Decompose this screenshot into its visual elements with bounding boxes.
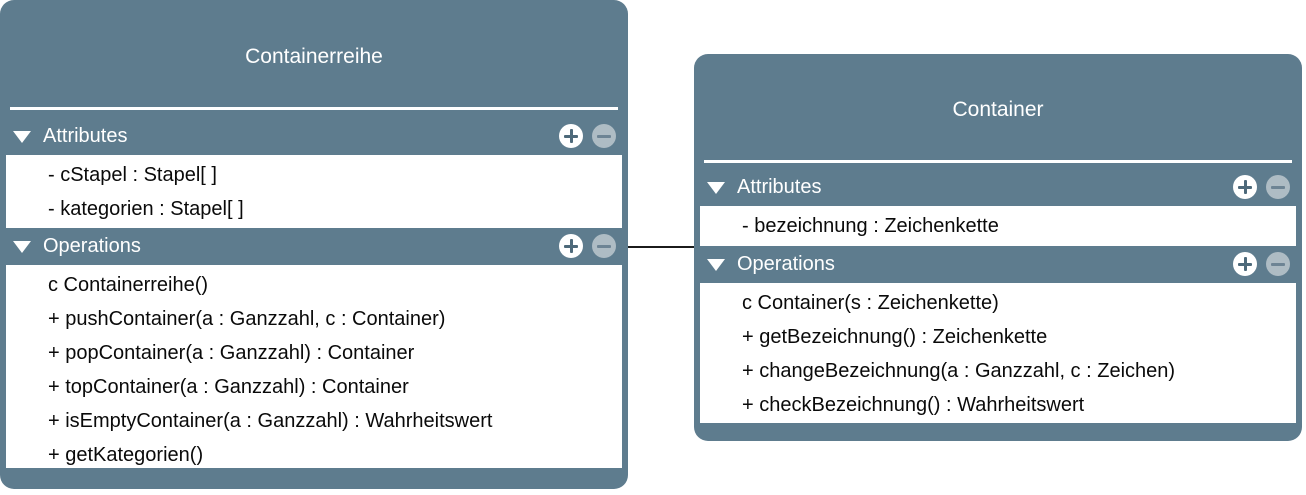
list-item[interactable]: c Containerreihe() xyxy=(48,274,209,296)
plus-circle-icon[interactable] xyxy=(559,234,583,258)
section-actions xyxy=(559,234,616,258)
minus-circle-icon[interactable] xyxy=(592,234,616,258)
list-item[interactable]: - bezeichnung : Zeichenkette xyxy=(742,215,999,237)
minus-circle-icon[interactable] xyxy=(1266,175,1290,199)
minus-circle-icon[interactable] xyxy=(1266,252,1290,276)
section-actions xyxy=(1233,175,1290,199)
class-box-container[interactable]: Container Attributes - bezeichnung : Zei… xyxy=(694,54,1302,441)
plus-circle-icon[interactable] xyxy=(1233,252,1257,276)
section-label-attributes: Attributes xyxy=(737,176,822,198)
list-item[interactable]: + getKategorien() xyxy=(48,444,204,466)
section-header-operations-container[interactable]: Operations xyxy=(694,246,1302,282)
section-label-operations: Operations xyxy=(737,253,835,275)
minus-circle-icon[interactable] xyxy=(592,124,616,148)
list-item[interactable]: - cStapel : Stapel[ ] xyxy=(48,164,217,186)
section-label-operations: Operations xyxy=(43,235,141,257)
list-item[interactable]: + pushContainer(a : Ganzzahl, c : Contai… xyxy=(48,308,446,330)
list-item[interactable]: c Container(s : Zeichenkette) xyxy=(742,292,999,314)
class-title-container: Container xyxy=(952,98,1044,121)
class-title-containerreihe: Containerreihe xyxy=(245,45,383,68)
list-item[interactable]: + topContainer(a : Ganzzahl) : Container xyxy=(48,376,409,398)
list-item[interactable]: - kategorien : Stapel[ ] xyxy=(48,198,244,220)
section-header-attributes-container[interactable]: Attributes xyxy=(694,169,1302,205)
class-box-containerreihe[interactable]: Containerreihe Attributes - cStapel : St… xyxy=(0,0,628,489)
triangle-down-icon[interactable] xyxy=(12,126,32,146)
section-label-attributes: Attributes xyxy=(43,125,128,147)
attributes-panel-container: - bezeichnung : Zeichenkette xyxy=(700,206,1296,246)
list-item[interactable]: + checkBezeichnung() : Wahrheitswert xyxy=(742,394,1085,416)
section-actions xyxy=(1233,252,1290,276)
section-header-operations-containerreihe[interactable]: Operations xyxy=(0,228,628,264)
list-item[interactable]: + isEmptyContainer(a : Ganzzahl) : Wahrh… xyxy=(48,410,493,432)
title-divider xyxy=(704,160,1292,163)
plus-circle-icon[interactable] xyxy=(559,124,583,148)
title-divider xyxy=(10,107,618,110)
operations-panel-container: c Container(s : Zeichenkette) + getBezei… xyxy=(700,283,1296,423)
triangle-down-icon[interactable] xyxy=(12,236,32,256)
section-actions xyxy=(559,124,616,148)
triangle-down-icon[interactable] xyxy=(706,177,726,197)
triangle-down-icon[interactable] xyxy=(706,254,726,274)
attributes-panel-containerreihe: - cStapel : Stapel[ ] - kategorien : Sta… xyxy=(6,155,622,228)
list-item[interactable]: + popContainer(a : Ganzzahl) : Container xyxy=(48,342,415,364)
section-header-attributes-containerreihe[interactable]: Attributes xyxy=(0,118,628,154)
association-connector[interactable] xyxy=(628,246,696,248)
list-item[interactable]: + changeBezeichnung(a : Ganzzahl, c : Ze… xyxy=(742,360,1176,382)
operations-panel-containerreihe: c Containerreihe() + pushContainer(a : G… xyxy=(6,265,622,468)
plus-circle-icon[interactable] xyxy=(1233,175,1257,199)
list-item[interactable]: + getBezeichnung() : Zeichenkette xyxy=(742,326,1048,348)
